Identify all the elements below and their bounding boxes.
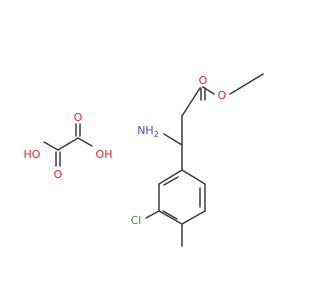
amino-ester: O O NH2 Cl: [131, 73, 264, 247]
bond-c1-oh: [43, 141, 59, 151]
amine-main: NH: [137, 124, 154, 137]
amine-label: NH2: [137, 124, 159, 139]
bond-carbonyl-ch2: [181, 87, 201, 117]
ring-bond-1: [181, 169, 206, 185]
chlorine-label: Cl: [131, 214, 142, 227]
amine-subscript: 2: [154, 130, 159, 139]
ring-bond-4: [158, 210, 183, 225]
oxalic-o-top: O: [74, 111, 83, 124]
ester-o-alkoxy: O: [218, 89, 227, 102]
ring-bond-6: [158, 169, 183, 185]
bond-c1-c2: [57, 137, 79, 151]
ester-o-carbonyl: O: [199, 74, 208, 87]
bond-ethyl-o: [229, 84, 246, 95]
chemical-structure-diagram: O O HO OH: [24, 73, 264, 247]
bond-c2-oh: [77, 137, 93, 147]
bond-ethyl-ch3: [244, 73, 264, 86]
structure-canvas: O O HO OH: [24, 73, 264, 247]
ring-bond-3: [181, 210, 206, 225]
oxalic-oh-right: OH: [96, 148, 113, 161]
ring-double-3: [163, 176, 179, 186]
ring-double-2: [162, 210, 178, 220]
oxalic-ho-left: HO: [24, 148, 41, 161]
bond-cl: [145, 210, 160, 219]
oxalic-acid: O O HO OH: [24, 111, 113, 181]
bond-ch-n: [163, 133, 183, 146]
oxalic-o-bottom: O: [54, 168, 63, 181]
